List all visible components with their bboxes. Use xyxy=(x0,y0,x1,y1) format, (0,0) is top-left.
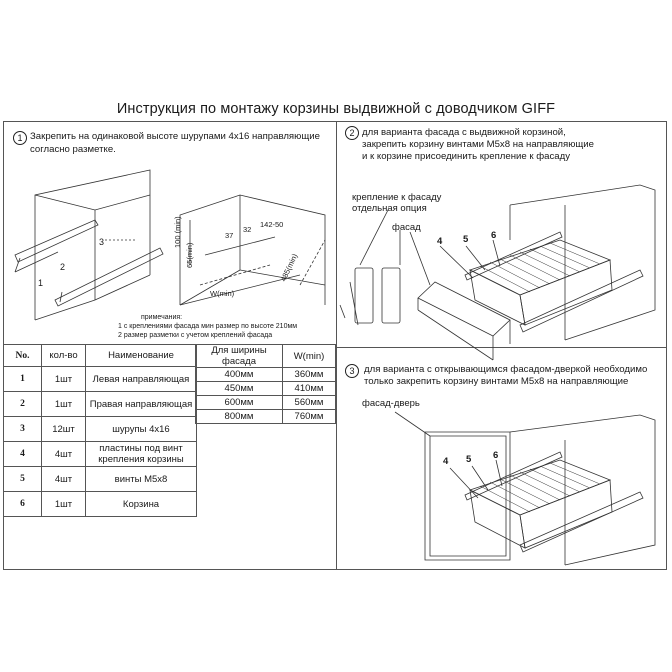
dim-h2: 65(min) xyxy=(185,242,194,268)
table-row: 1 1шт Левая направляющая xyxy=(3,366,197,392)
note-2-text: размер разметки с учетом креплений фасад… xyxy=(123,332,273,339)
table-row: 400мм 360мм xyxy=(195,367,336,382)
callout-6: 6 xyxy=(491,230,496,241)
callout-5: 5 xyxy=(463,234,469,245)
note-1-num: 1 xyxy=(118,323,122,330)
callout-3: 3 xyxy=(99,237,104,247)
parts-cell: 1 xyxy=(3,366,42,392)
step3-text-line1: для варианта с открывающимся фасадом-две… xyxy=(364,364,648,375)
right-divider xyxy=(336,347,667,348)
width-cell: 760мм xyxy=(282,409,336,424)
callout-4: 4 xyxy=(437,236,443,247)
label-facade-mount: крепление к фасаду xyxy=(352,192,442,203)
table-row: 800мм 760мм xyxy=(195,409,336,424)
note-2-num: 2 xyxy=(118,332,122,339)
dim-a: 37 xyxy=(225,231,233,240)
label-facade: фасад xyxy=(392,222,421,233)
parts-table: No. кол-во Наименование 1 1шт Левая напр… xyxy=(3,344,197,517)
callout-6b: 6 xyxy=(493,450,498,461)
note-1: 1 с креплениями фасада мин размер по выс… xyxy=(118,322,297,331)
step2-number: 2 xyxy=(345,126,359,140)
parts-cell: 12шт xyxy=(41,416,86,442)
step2-text-line3: и к корзине присоединить крепление к фас… xyxy=(362,151,571,162)
step1-text-line1: Закрепить на одинаковой высоте шурупами … xyxy=(30,131,320,142)
step3-number: 3 xyxy=(345,364,359,378)
dim-w: W(min) xyxy=(210,289,235,298)
callout-5b: 5 xyxy=(466,454,472,465)
page-title: Инструкция по монтажу корзины выдвижной … xyxy=(116,101,556,117)
step1-number: 1 xyxy=(13,131,27,145)
table-row: 2 1шт Правая направляющая xyxy=(3,391,197,417)
note-2: 2 размер разметки с учетом креплений фас… xyxy=(118,331,272,340)
parts-cell: 5 xyxy=(3,466,42,492)
note-1-text: с креплениями фасада мин размер по высот… xyxy=(123,323,298,330)
step3-text-line2: только закрепить корзину винтами М5х8 на… xyxy=(364,376,629,387)
notes-title: примечания: xyxy=(141,314,183,321)
table-row: 6 1шт Корзина xyxy=(3,491,197,517)
dim-h1: 100 (min) xyxy=(173,216,182,248)
dim-c: 142-50 xyxy=(260,220,283,229)
parts-cell: Корзина xyxy=(85,491,197,517)
label-door-facade: фасад-дверь xyxy=(362,398,420,409)
parts-cell: Левая направляющая xyxy=(85,366,197,392)
table-row: 4 4шт пластины под винт крепления корзин… xyxy=(3,441,197,467)
parts-cell: шурупы 4х16 xyxy=(85,416,197,442)
step1-text-line2: согласно разметке. xyxy=(30,144,116,155)
center-divider xyxy=(336,121,337,570)
step2-text-line1: для варианта фасада с выдвижной корзиной… xyxy=(362,127,566,138)
callout-4b: 4 xyxy=(443,456,449,467)
dim-b: 32 xyxy=(243,225,251,234)
callout-2: 2 xyxy=(60,262,65,272)
label-separate-option: отдельная опция xyxy=(352,203,427,214)
callout-1: 1 xyxy=(38,278,43,288)
parts-cell: пластины под винт крепления корзины xyxy=(85,441,197,467)
width-table: Для ширины фасада W(min) 400мм 360мм 450… xyxy=(195,344,336,424)
parts-cell: Правая направляющая xyxy=(85,391,197,417)
table-row: 3 12шт шурупы 4х16 xyxy=(3,416,197,442)
step2-text-line2: закрепить корзину винтами М5х8 на направ… xyxy=(362,139,594,150)
